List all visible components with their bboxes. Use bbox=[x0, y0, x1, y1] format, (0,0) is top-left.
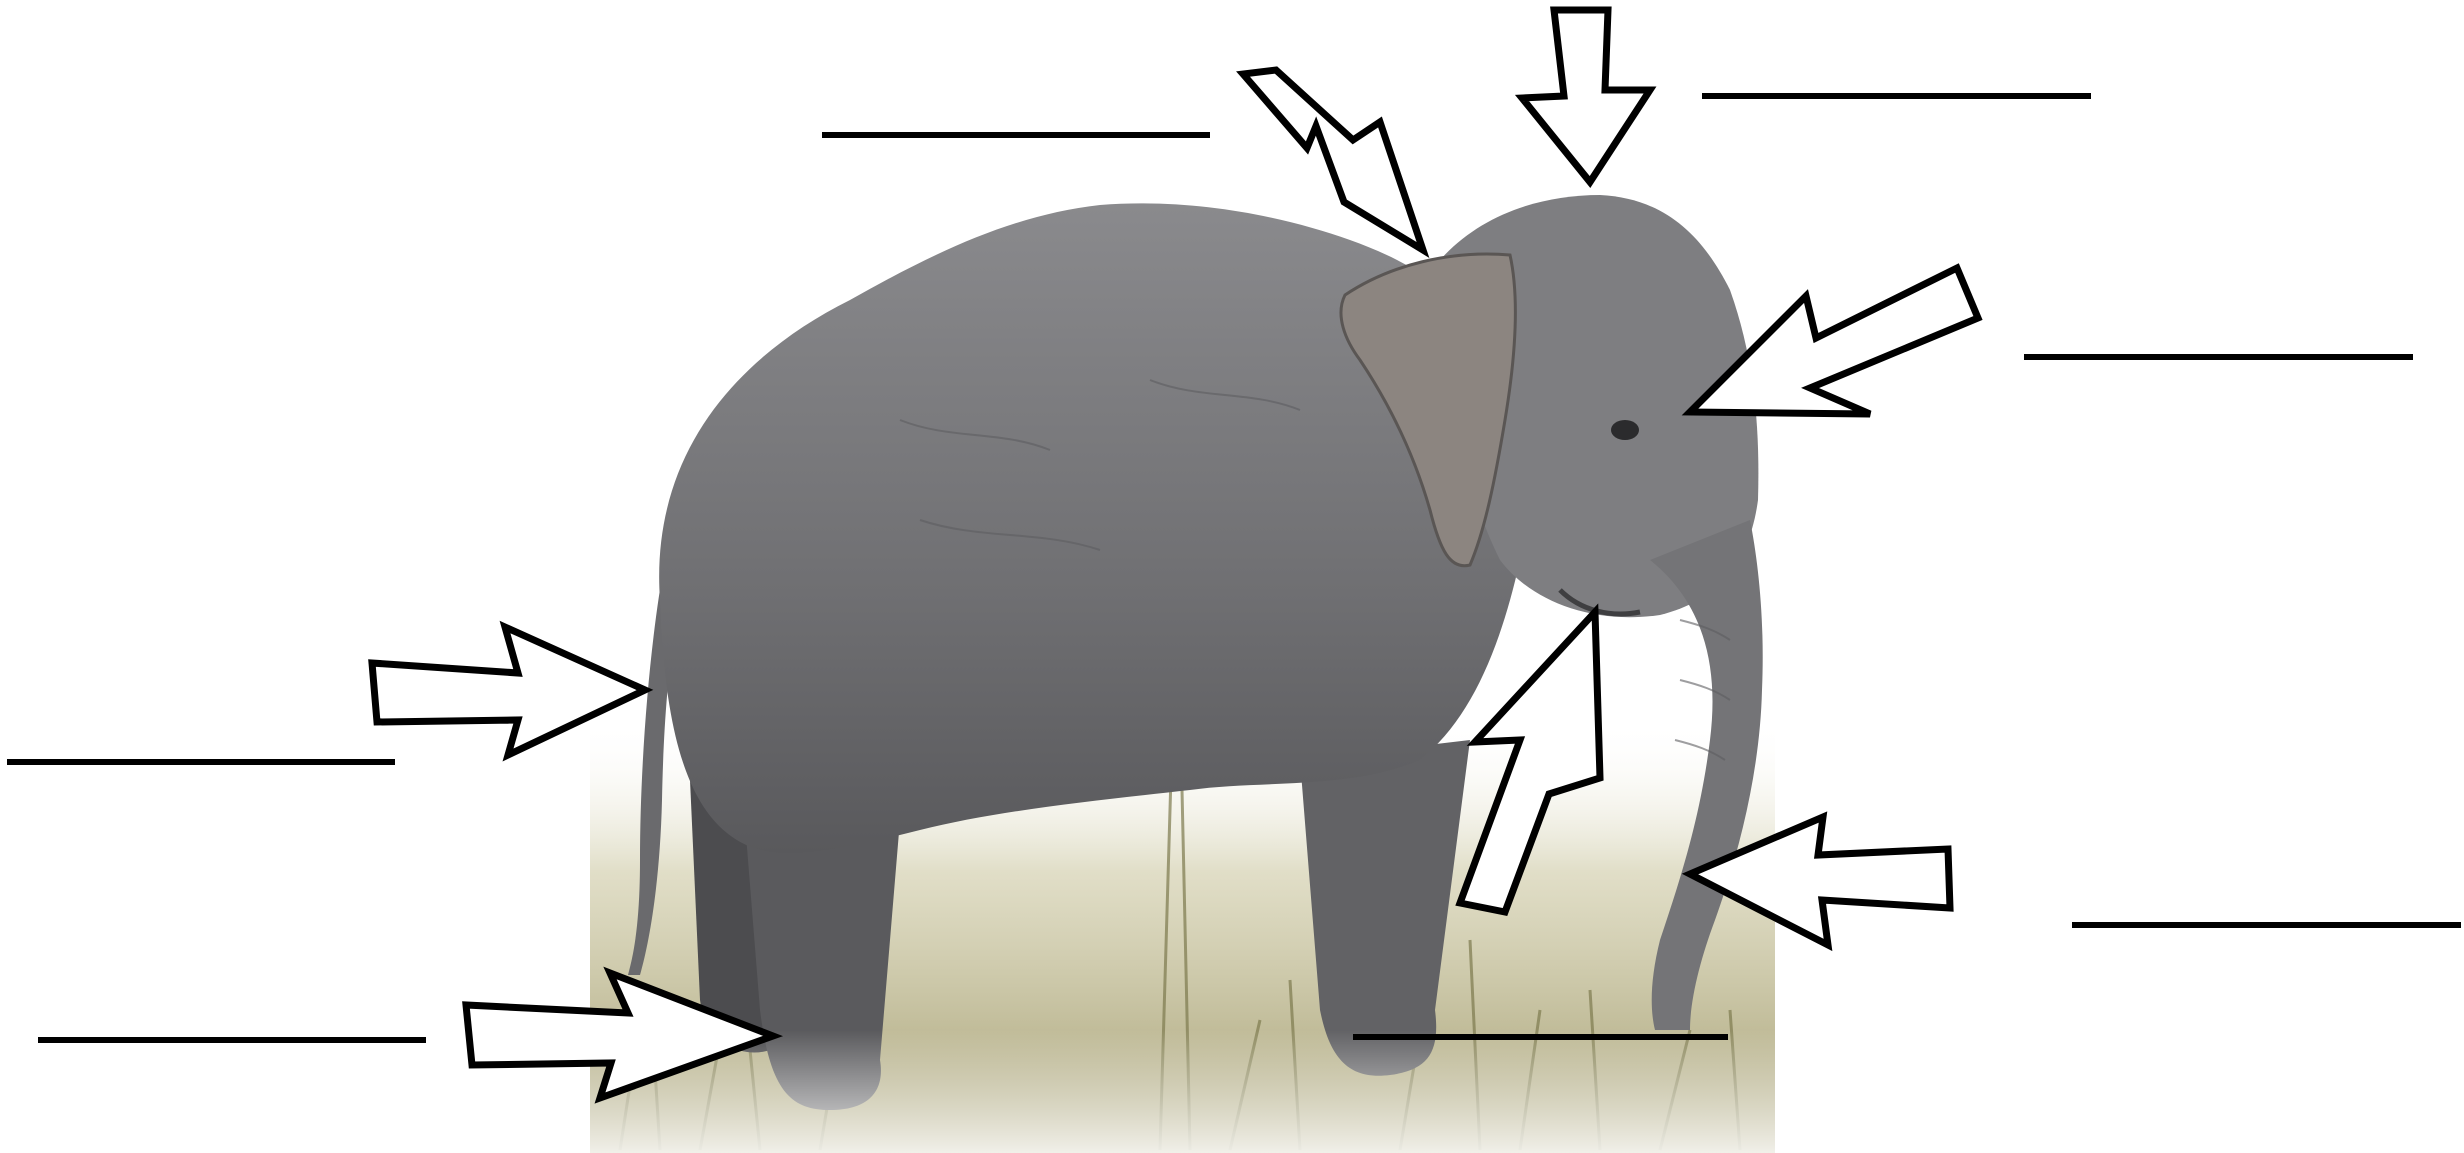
arrow-pointing-head bbox=[1522, 10, 1650, 182]
elephant-eye bbox=[1611, 420, 1639, 440]
photo-bottom-fade bbox=[590, 1030, 1775, 1153]
